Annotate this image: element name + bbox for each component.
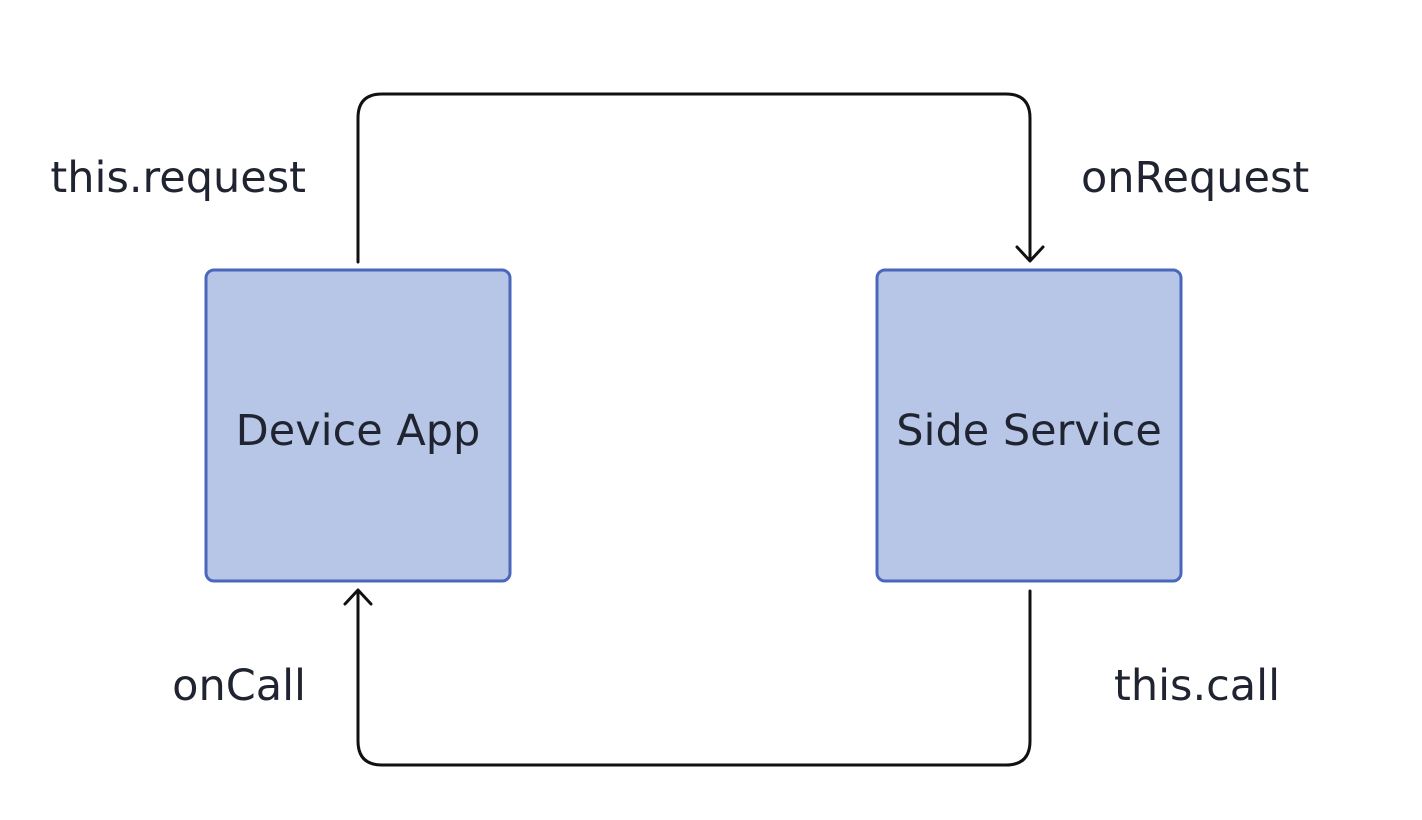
side-service-box[interactable] bbox=[875, 268, 1183, 583]
this-call-label: this.call bbox=[1114, 661, 1280, 711]
call-arrowhead-icon bbox=[343, 588, 373, 606]
device-app-box[interactable] bbox=[204, 268, 512, 583]
request-connector bbox=[356, 92, 1032, 264]
this-request-label: this.request bbox=[50, 153, 306, 203]
request-arrowhead-icon bbox=[1015, 245, 1045, 263]
side-service-node[interactable]: Side Service bbox=[875, 268, 1183, 583]
device-app-node[interactable]: Device App bbox=[204, 268, 512, 583]
call-connector bbox=[356, 589, 1032, 767]
on-request-label: onRequest bbox=[1081, 153, 1309, 203]
on-call-label: onCall bbox=[172, 661, 306, 711]
side-service-label: Side Service bbox=[896, 406, 1162, 456]
device-app-label: Device App bbox=[236, 406, 481, 456]
